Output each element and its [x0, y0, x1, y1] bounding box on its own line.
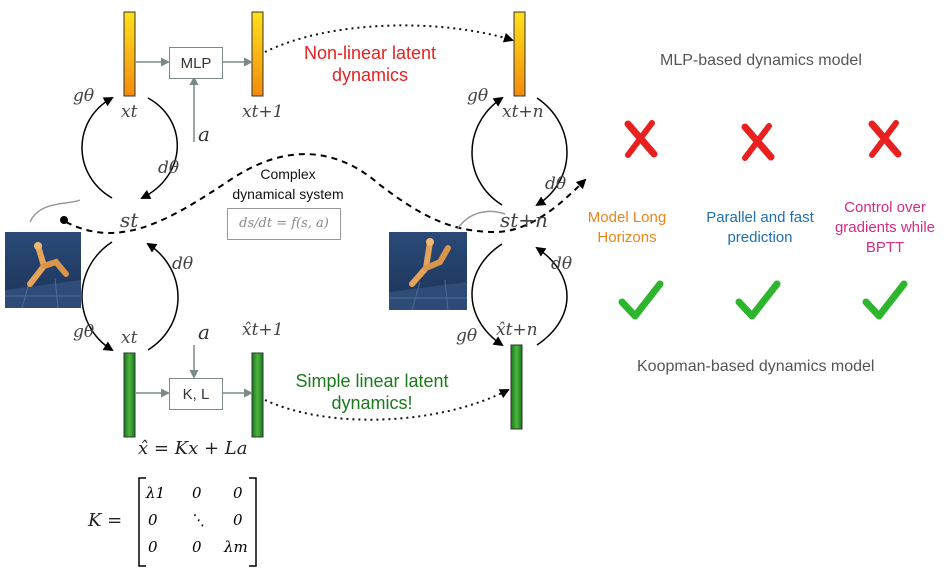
koopman-bar-xtn	[510, 344, 523, 430]
mlp-model-heading: MLP-based dynamics model	[660, 52, 862, 69]
matrix-lhs: K =	[88, 510, 123, 531]
matrix-cell: 0	[192, 484, 202, 502]
label-g-theta: gθ	[467, 86, 489, 106]
latent-bar-xtn	[513, 11, 526, 97]
label-d-theta: dθ	[551, 254, 573, 274]
label-action: a	[198, 320, 210, 344]
advantage-gradient-control: Control over gradients while BPTT	[834, 199, 936, 256]
label-d-theta: dθ	[158, 158, 180, 178]
kl-box: K, L	[169, 378, 223, 410]
matrix-cell: 0	[192, 538, 202, 556]
encoder-arrow-top-left	[81, 97, 114, 199]
trajectory-start-dot	[60, 216, 68, 224]
nonlinear-title: Non-linear latent dynamics	[303, 43, 437, 85]
complex-system-title: Complex dynamical system	[232, 166, 344, 202]
label-d-theta: dθ	[172, 254, 194, 274]
decoder-arrow-top-right	[535, 97, 568, 207]
complex-system-equation: ds/dt = f(s, a)	[227, 208, 341, 240]
decoder-arrow-bottom-left	[146, 242, 179, 351]
matrix-cell: ⋱	[190, 511, 205, 529]
label-g-theta: gθ	[73, 322, 95, 342]
koopman-equation: x̂ = Kx + La	[138, 438, 248, 459]
check-icon	[618, 280, 664, 320]
cross-icon	[741, 123, 775, 161]
advantage-long-horizon: Model Long Horizons	[587, 209, 667, 246]
label-s-tn: st+n	[500, 208, 548, 232]
label-x-t: xt	[121, 328, 138, 348]
robot-walker-image-left	[5, 199, 81, 309]
linear-title: Simple linear latent dynamics!	[295, 371, 449, 413]
label-action: a	[198, 122, 210, 146]
label-s-t: st	[120, 208, 139, 232]
encoder-arrow-bottom-right	[471, 243, 504, 347]
label-xhat-tn: x̂t+n	[496, 320, 538, 340]
latent-bar-xt1	[251, 11, 264, 97]
decoder-arrow-bottom-right	[535, 246, 568, 346]
decoder-arrow-top-left	[140, 97, 178, 199]
label-d-theta: dθ	[545, 174, 567, 194]
label-g-theta: gθ	[73, 86, 95, 106]
advantage-parallel: Parallel and fast prediction	[706, 209, 814, 246]
label-xhat-t1: x̂t+1	[242, 320, 284, 340]
matrix-bracket-right	[249, 477, 257, 567]
matrix-bracket-left	[138, 477, 146, 567]
koopman-model-heading: Koopman-based dynamics model	[637, 358, 875, 375]
matrix-cell: λ1	[146, 484, 166, 502]
cross-icon	[868, 120, 902, 158]
mlp-box: MLP	[169, 47, 223, 79]
robot-walker-image-right	[389, 210, 506, 311]
label-g-theta: gθ	[456, 326, 478, 346]
cross-icon	[624, 120, 658, 158]
true-dynamics-trajectory	[65, 153, 587, 234]
check-icon	[735, 280, 781, 320]
label-x-t: xt	[121, 102, 138, 122]
matrix-cell: λm	[224, 538, 248, 556]
encoder-arrow-bottom-left	[81, 241, 114, 352]
koopman-bar-xt	[123, 352, 136, 438]
label-x-t1: xt+1	[242, 102, 284, 122]
matrix-cell: 0	[148, 511, 158, 529]
check-icon	[862, 280, 908, 320]
latent-bar-xt	[123, 11, 136, 97]
matrix-cell: 0	[233, 484, 243, 502]
encoder-arrow-top-right	[471, 96, 504, 206]
matrix-cell: 0	[233, 511, 243, 529]
matrix-cell: 0	[148, 538, 158, 556]
koopman-bar-xt1	[251, 352, 264, 438]
label-x-tn: xt+n	[502, 102, 544, 122]
